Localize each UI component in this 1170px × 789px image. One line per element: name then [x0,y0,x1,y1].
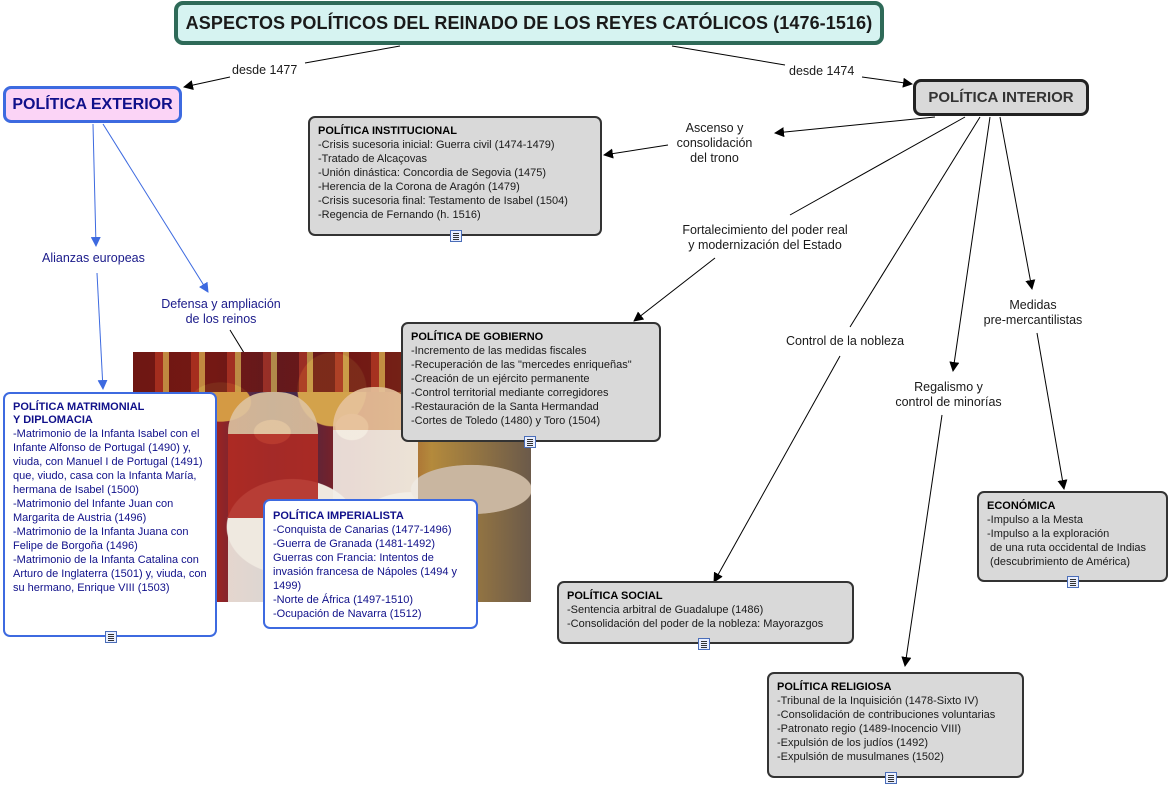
link-label-desde-1474: desde 1474 [789,64,855,78]
list-item: -Tribunal de la Inquisición (1478-Sixto … [777,695,979,707]
list-item: -Matrimonio de la Infanta Catalina con A… [13,554,207,594]
list-item: -Consolidación de contribuciones volunta… [777,709,996,721]
list-item: -Matrimonio de la Infanta Juana con Feli… [13,526,189,552]
note-icon[interactable] [885,772,897,784]
list-item: -Matrimonio del Infante Juan con Margari… [13,498,174,524]
list-item: (descubrimiento de América) [987,556,1131,568]
note-icon[interactable] [698,638,710,650]
box-politica-matrimonial[interactable]: POLÍTICA MATRIMONIAL Y DIPLOMACIA -Matri… [3,392,217,643]
list-item: -Crisis sucesoria inicial: Guerra civil … [318,139,555,151]
box-politica-imperialista[interactable]: POLÍTICA IMPERIALISTA -Conquista de Cana… [263,499,478,629]
list-item: -Creación de un ejército permanente [411,373,590,385]
box-title: POLÍTICA DE GOBIERNO [411,331,544,343]
box-title: POLÍTICA INSTITUCIONAL [318,125,457,137]
politica-exterior-node[interactable]: POLÍTICA EXTERIOR [3,86,182,123]
list-item: -Control territorial mediante corregidor… [411,387,609,399]
box-politica-institucional[interactable]: POLÍTICA INSTITUCIONAL -Crisis sucesoria… [308,116,602,242]
list-item: -Regencia de Fernando (h. 1516) [318,209,481,221]
box-title: POLÍTICA MATRIMONIAL Y DIPLOMACIA [13,401,145,426]
list-item: -Conquista de Canarias (1477-1496) [273,524,452,536]
list-item: -Unión dinástica: Concordia de Segovia (… [318,167,547,179]
link-label-nobleza: Control de la nobleza [786,334,905,348]
box-title: POLÍTICA IMPERIALISTA [273,510,404,522]
box-title: ECONÓMICA [987,500,1056,512]
list-item: -Impulso a la Mesta [987,514,1083,526]
note-icon[interactable] [105,631,117,643]
note-icon[interactable] [450,230,462,242]
box-economica[interactable]: ECONÓMICA -Impulso a la Mesta -Impulso a… [977,491,1168,588]
link-label-alianzas: Alianzas europeas [42,251,145,265]
list-item: -Incremento de las medidas fiscales [411,345,587,357]
list-item: -Restauración de la Santa Hermandad [411,401,599,413]
list-item: de una ruta occidental de Indias [987,542,1147,554]
list-item: -Guerra de Granada (1481-1492) [273,538,436,550]
list-item: -Matrimonio de la Infanta Isabel con el … [13,428,203,496]
box-politica-gobierno[interactable]: POLÍTICA DE GOBIERNO -Incremento de las … [401,322,661,448]
list-item: -Impulso a la exploración [987,528,1110,540]
note-icon[interactable] [1067,576,1079,588]
box-title: POLÍTICA SOCIAL [567,590,663,602]
list-item: -Expulsión de los judíos (1492) [777,737,929,749]
box-politica-religiosa[interactable]: POLÍTICA RELIGIOSA -Tribunal de la Inqui… [767,672,1024,784]
list-item: -Expulsión de musulmanes (1502) [777,751,944,763]
list-item: -Sentencia arbitral de Guadalupe (1486) [567,604,764,616]
list-item: -Cortes de Toledo (1480) y Toro (1504) [411,415,601,427]
list-item: -Patronato regio (1489-Inocencio VIII) [777,723,962,735]
list-item: -Norte de África (1497-1510) [273,594,414,606]
politica-interior-node[interactable]: POLÍTICA INTERIOR [913,79,1089,116]
list-item: -Crisis sucesoria final: Testamento de I… [318,195,568,207]
box-title: POLÍTICA RELIGIOSA [777,681,892,693]
note-icon[interactable] [524,436,536,448]
list-item: -Consolidación del poder de la nobleza: … [567,618,824,630]
box-politica-social[interactable]: POLÍTICA SOCIAL -Sentencia arbitral de G… [557,581,854,650]
list-item: -Ocupación de Navarra (1512) [273,608,422,620]
list-item: -Tratado de Alcaçovas [318,153,428,165]
map-title: ASPECTOS POLÍTICOS DEL REINADO DE LOS RE… [174,1,884,45]
list-item: -Herencia de la Corona de Aragón (1479) [318,181,520,193]
link-label-desde-1477: desde 1477 [232,63,298,77]
list-item: Guerras con Francia: Intentos de invasió… [273,552,458,592]
list-item: -Recuperación de las "mercedes enriqueña… [411,359,632,371]
